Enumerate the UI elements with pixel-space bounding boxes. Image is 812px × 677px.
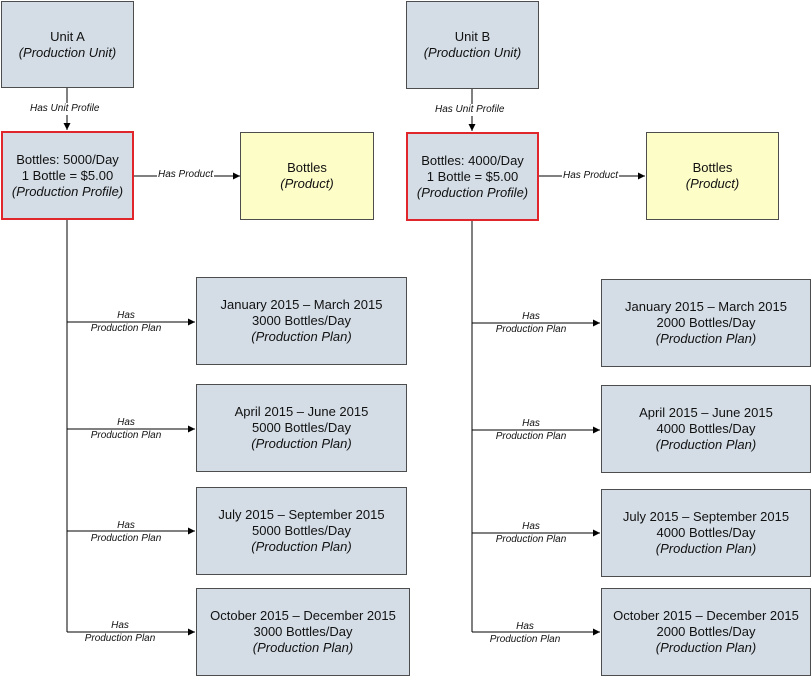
plan-rate: 3000 Bottles/Day <box>251 313 351 328</box>
plan-type: (Production Plan) <box>251 539 352 554</box>
product-a-box[interactable]: Bottles (Product) <box>240 132 374 220</box>
unit-b-box[interactable]: Unit B (Production Unit) <box>406 1 539 89</box>
label-production-plan: Production Plan <box>495 324 567 335</box>
plan-period: July 2015 – September 2015 <box>622 509 790 524</box>
product-b-type: (Product) <box>685 176 740 191</box>
profile-b-type: (Production Profile) <box>416 184 529 200</box>
product-b-name: Bottles <box>692 160 733 175</box>
plan-a-3[interactable]: July 2015 – September 2015 5000 Bottles/… <box>196 487 407 575</box>
product-a-name: Bottles <box>287 160 327 175</box>
plan-type: (Production Plan) <box>251 329 352 344</box>
label-has-plan-a-2: Has Production Plan <box>86 416 166 442</box>
plan-period: October 2015 – December 2015 <box>210 608 396 623</box>
label-has-plan-a-3: Has Production Plan <box>86 519 166 545</box>
plan-rate: 2000 Bottles/Day <box>656 315 756 330</box>
plan-period: January 2015 – March 2015 <box>220 297 383 312</box>
plan-period: April 2015 – June 2015 <box>639 405 773 420</box>
label-has-plan-a-1: Has Production Plan <box>86 309 166 335</box>
plan-type: (Production Plan) <box>655 437 757 452</box>
label-has: Has <box>117 417 135 428</box>
unit-a-box[interactable]: Unit A (Production Unit) <box>1 1 134 88</box>
profile-b-price: 1 Bottle = $5.00 <box>426 168 519 184</box>
label-has-plan-b-4: Has Production Plan <box>485 620 565 646</box>
product-b-box[interactable]: Bottles (Product) <box>646 132 779 220</box>
label-has: Has <box>117 520 135 531</box>
label-production-plan: Production Plan <box>84 633 156 644</box>
unit-a-name: Unit A <box>50 28 85 44</box>
plan-rate: 4000 Bottles/Day <box>656 421 756 436</box>
unit-b-name: Unit B <box>454 29 491 44</box>
plan-b-2[interactable]: April 2015 – June 2015 4000 Bottles/Day … <box>601 385 811 473</box>
plan-type: (Production Plan) <box>655 640 757 655</box>
label-production-plan: Production Plan <box>90 533 162 544</box>
plan-type: (Production Plan) <box>655 331 757 346</box>
product-a-type: (Product) <box>280 176 334 191</box>
plan-rate: 5000 Bottles/Day <box>251 420 351 435</box>
plan-a-4[interactable]: October 2015 – December 2015 3000 Bottle… <box>196 588 410 676</box>
plan-rate: 4000 Bottles/Day <box>656 525 756 540</box>
unit-b-type: (Production Unit) <box>423 45 522 60</box>
plan-a-1[interactable]: January 2015 – March 2015 3000 Bottles/D… <box>196 277 407 365</box>
label-has-unit-profile-a: Has Unit Profile <box>29 103 101 115</box>
profile-b-box[interactable]: Bottles: 4000/Day 1 Bottle = $5.00 (Prod… <box>406 132 539 221</box>
plan-b-4[interactable]: October 2015 – December 2015 2000 Bottle… <box>601 588 811 676</box>
label-has-plan-b-3: Has Production Plan <box>491 520 571 546</box>
label-has: Has <box>522 311 540 322</box>
unit-a-type: (Production Unit) <box>18 44 117 60</box>
plan-type: (Production Plan) <box>252 640 354 655</box>
label-has: Has <box>111 620 129 631</box>
label-production-plan: Production Plan <box>90 323 162 334</box>
label-has-product-a: Has Product <box>157 169 215 181</box>
plan-period: October 2015 – December 2015 <box>613 608 799 623</box>
profile-b-rate: Bottles: 4000/Day <box>421 152 524 168</box>
label-has: Has <box>522 521 540 532</box>
label-production-plan: Production Plan <box>495 534 567 545</box>
plan-period: January 2015 – March 2015 <box>625 299 787 314</box>
label-has-plan-a-4: Has Production Plan <box>80 619 160 645</box>
label-has-unit-profile-b: Has Unit Profile <box>434 104 506 116</box>
plan-b-3[interactable]: July 2015 – September 2015 4000 Bottles/… <box>601 489 811 577</box>
label-has-product-b: Has Product <box>562 170 620 182</box>
label-production-plan: Production Plan <box>90 430 162 441</box>
profile-a-rate: Bottles: 5000/Day <box>16 151 119 167</box>
label-has-plan-b-1: Has Production Plan <box>491 310 571 336</box>
label-production-plan: Production Plan <box>489 634 561 645</box>
plan-rate: 5000 Bottles/Day <box>251 523 351 538</box>
plan-period: April 2015 – June 2015 <box>234 404 369 419</box>
plan-type: (Production Plan) <box>655 541 757 556</box>
plan-rate: 2000 Bottles/Day <box>656 624 756 639</box>
plan-rate: 3000 Bottles/Day <box>253 624 353 639</box>
plan-b-1[interactable]: January 2015 – March 2015 2000 Bottles/D… <box>601 279 811 367</box>
profile-a-box[interactable]: Bottles: 5000/Day 1 Bottle = $5.00 (Prod… <box>1 131 134 220</box>
plan-type: (Production Plan) <box>251 436 352 451</box>
label-has: Has <box>516 621 534 632</box>
plan-period: July 2015 – September 2015 <box>218 507 385 522</box>
profile-a-price: 1 Bottle = $5.00 <box>21 167 114 183</box>
plan-a-2[interactable]: April 2015 – June 2015 5000 Bottles/Day … <box>196 384 407 472</box>
label-production-plan: Production Plan <box>495 431 567 442</box>
label-has-plan-b-2: Has Production Plan <box>491 417 571 443</box>
profile-a-type: (Production Profile) <box>11 183 124 199</box>
label-has: Has <box>522 418 540 429</box>
label-has: Has <box>117 310 135 321</box>
